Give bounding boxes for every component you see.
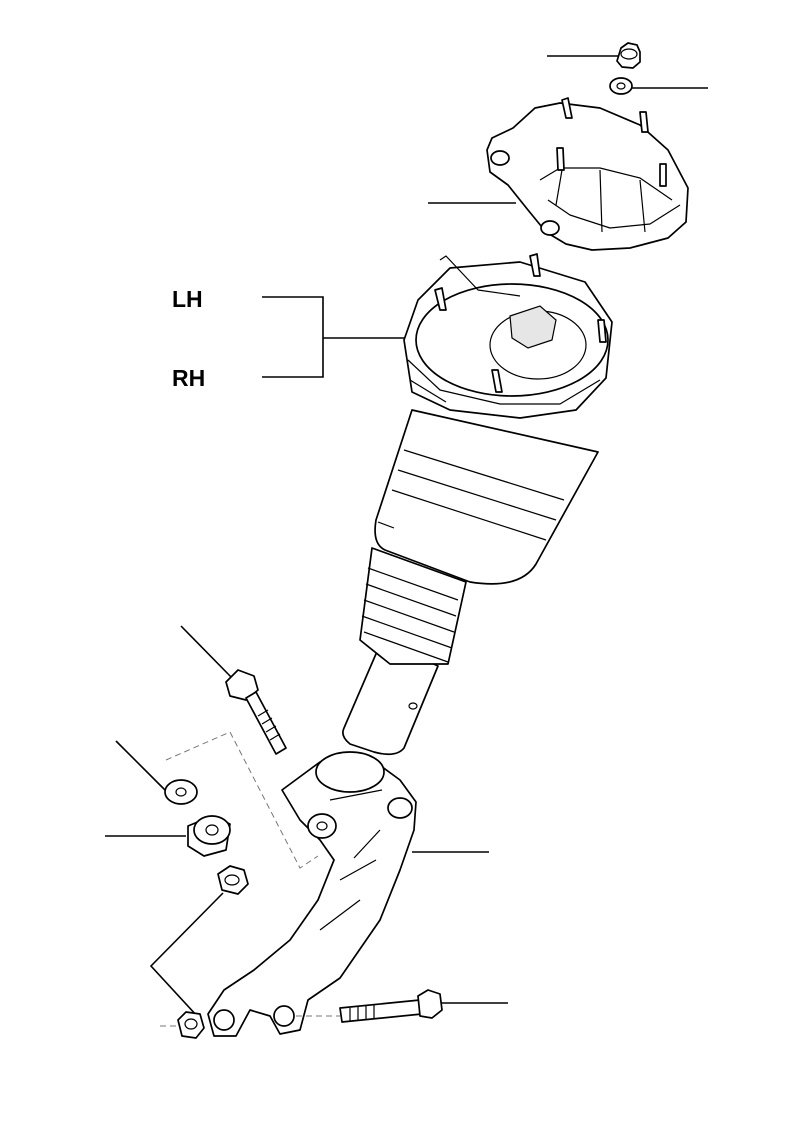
lower-bolt	[296, 989, 443, 1023]
assembly-dashed-line	[165, 731, 319, 869]
leader-thin-washer	[115, 740, 168, 793]
air-spring-strut	[342, 253, 613, 756]
top-nut	[616, 42, 641, 69]
thick-spacer	[187, 815, 231, 857]
washer	[609, 77, 633, 95]
leader-bracket	[262, 296, 324, 378]
lower-nut	[160, 1011, 205, 1039]
fork-lower-arm	[207, 751, 417, 1037]
upper-bolt	[225, 669, 287, 755]
leader-nuts	[149, 892, 224, 1018]
damper-tube	[342, 639, 439, 756]
label-rh: RH	[172, 365, 205, 391]
top-mount	[486, 97, 689, 251]
thin-washer	[164, 779, 198, 805]
boot-bellows	[359, 547, 467, 665]
strut-top-plate	[415, 283, 609, 397]
leader-upper-bolt	[180, 625, 235, 681]
leader-lines	[105, 55, 708, 1018]
fork-nut	[217, 865, 249, 895]
air-chamber	[374, 409, 599, 585]
valve-block	[509, 305, 557, 349]
label-lh: LH	[172, 286, 203, 312]
